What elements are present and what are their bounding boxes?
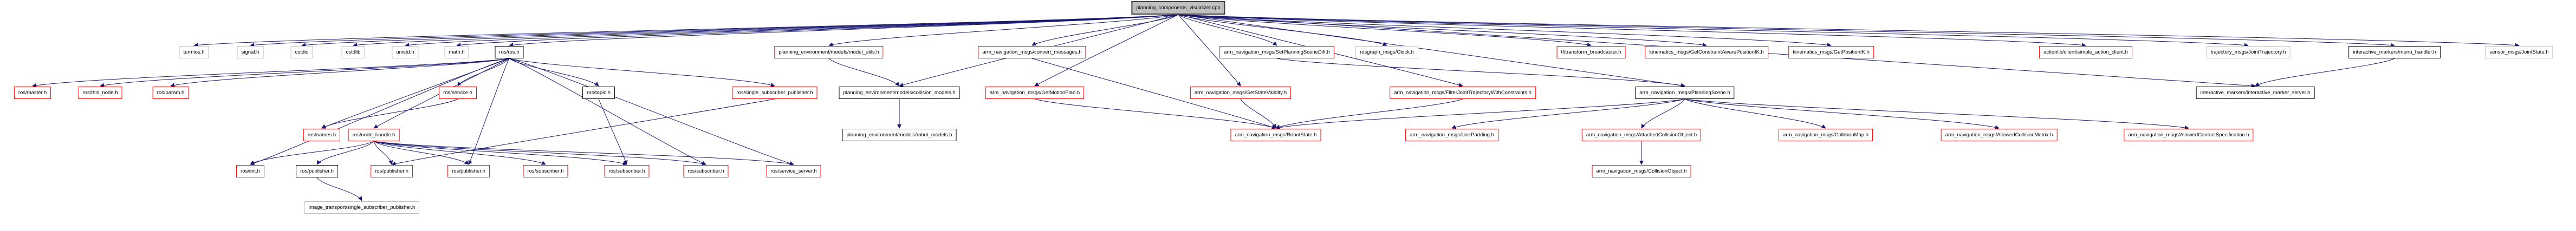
include-header-node[interactable]: arm_navigation_msgs/PlanningScene.h xyxy=(1635,87,1735,99)
include-edge xyxy=(1684,98,2000,130)
include-edge xyxy=(1178,14,1592,47)
include-edge xyxy=(468,58,510,165)
include-header-node[interactable]: arm_navigation_msgs/GetStateValidity.h xyxy=(1190,87,1292,99)
include-header-node[interactable]: ros/subscriber.h xyxy=(523,165,568,177)
include-header-node[interactable]: kinematics_msgs/GetPositionIK.h xyxy=(1788,46,1874,58)
include-header-node[interactable]: ros/service_server.h xyxy=(766,165,821,177)
include-header-node[interactable]: arm_navigation_msgs/FilterJointTrajector… xyxy=(1390,87,1536,99)
include-header-node[interactable]: ros/publisher.h xyxy=(447,165,490,177)
include-header-node[interactable]: ros/single_subscriber_publisher.h xyxy=(732,87,817,99)
include-header-node[interactable]: arm_navigation_msgs/CollisionMap.h xyxy=(1779,129,1873,141)
include-header-node[interactable]: ros/publisher.h xyxy=(371,165,413,177)
include-edge xyxy=(373,141,794,166)
include-header-node[interactable]: arm_navigation_msgs/LinkPadding.h xyxy=(1405,129,1498,141)
include-header-node[interactable]: ros/service.h xyxy=(439,87,477,99)
include-header-node[interactable]: tf/transform_broadcaster.h xyxy=(1556,46,1626,58)
include-edge xyxy=(1641,98,1685,129)
include-header-node[interactable]: arm_navigation_msgs/AttachedCollisionObj… xyxy=(1581,129,1702,141)
include-edge xyxy=(321,58,510,129)
include-edge xyxy=(828,58,900,87)
include-header-node[interactable]: cstdlib xyxy=(341,46,365,58)
include-header-node[interactable]: interactive_markers/menu_handler.h xyxy=(2348,46,2441,58)
include-edge xyxy=(316,177,362,201)
include-edge xyxy=(1178,14,2520,48)
include-edge xyxy=(1178,14,1707,47)
include-edge xyxy=(1178,14,2395,48)
include-edge xyxy=(32,58,510,88)
include-edge xyxy=(1178,14,2086,48)
include-header-node[interactable]: ros/publisher.h xyxy=(296,165,338,177)
include-edge xyxy=(373,141,627,166)
include-edge xyxy=(598,98,628,165)
include-edge xyxy=(1276,58,1685,88)
include-header-node[interactable]: trajectory_msgs/JointTrajectory.h xyxy=(2206,46,2291,58)
include-header-node[interactable]: termios.h xyxy=(179,46,209,58)
include-edge xyxy=(2255,58,2395,87)
include-header-node[interactable]: math.h xyxy=(444,46,469,58)
include-header-node[interactable]: arm_navigation_msgs/AllowedCollisionMatr… xyxy=(1941,129,2058,141)
include-header-node[interactable]: actionlib/client/simple_action_client.h xyxy=(2039,46,2132,58)
include-edge xyxy=(100,58,510,88)
include-edge xyxy=(321,98,458,129)
include-edge xyxy=(1275,98,1463,129)
include-header-node[interactable]: ros/topic.h xyxy=(582,87,615,99)
include-edge xyxy=(373,141,393,165)
include-edge xyxy=(373,141,469,165)
include-header-node[interactable]: ros/init.h xyxy=(236,165,264,177)
include-edge xyxy=(1031,58,1276,129)
include-edge xyxy=(250,141,374,165)
include-header-node[interactable]: arm_navigation_msgs/RobotState.h xyxy=(1230,129,1321,141)
include-header-node[interactable]: ros/node_handle.h xyxy=(348,129,400,141)
include-header-node[interactable]: interactive_markers/interactive_marker_s… xyxy=(2196,87,2315,99)
include-header-node[interactable]: ros/subscriber.h xyxy=(604,165,650,177)
include-header-node[interactable]: sensor_msgs/JointState.h xyxy=(2485,46,2553,58)
include-header-node[interactable]: arm_navigation_msgs/SetPlanningSceneDiff… xyxy=(1219,46,1334,58)
include-edge xyxy=(1178,14,1277,46)
include-edge xyxy=(391,98,775,166)
include-header-node[interactable]: ros/ros.h xyxy=(495,46,524,58)
include-header-node[interactable]: planning_environment/models/model_utils.… xyxy=(774,46,884,58)
include-header-node[interactable]: kinematics_msgs/GetConstraintAwarePositi… xyxy=(1645,46,1768,58)
include-header-node[interactable]: ros/master.h xyxy=(14,87,51,99)
include-edge xyxy=(373,141,706,166)
include-edge xyxy=(1178,14,2249,48)
include-edge xyxy=(1031,14,1179,46)
include-edge xyxy=(509,58,599,87)
include-header-node[interactable]: arm_navigation_msgs/AllowedContactSpecif… xyxy=(2124,129,2254,141)
include-edge xyxy=(1684,98,1826,129)
include-header-node[interactable]: signal.h xyxy=(237,46,264,58)
include-edge xyxy=(1451,98,1685,129)
include-edge xyxy=(828,14,1179,47)
include-header-node[interactable]: planning_environment/models/collision_mo… xyxy=(839,87,960,99)
include-header-node[interactable]: ros/param.h xyxy=(152,87,189,99)
root-source-file-node: planning_components_visualizer.cpp xyxy=(1131,1,1225,15)
include-edge xyxy=(509,14,1179,48)
include-header-node[interactable]: unistd.h xyxy=(392,46,419,58)
include-edge xyxy=(1275,98,1685,130)
include-edge xyxy=(1034,98,1276,129)
include-edge xyxy=(316,141,374,165)
include-edge xyxy=(1240,98,1276,129)
include-header-node[interactable]: image_transport/single_subscriber_publis… xyxy=(304,201,420,214)
include-header-node[interactable]: ros/subscriber.h xyxy=(683,165,729,177)
include-header-node[interactable]: planning_environment/models/robot_models… xyxy=(842,129,957,141)
include-header-node[interactable]: arm_navigation_msgs/GetMotionPlan.h xyxy=(985,87,1085,99)
include-header-node[interactable]: ros/names.h xyxy=(303,129,341,141)
include-edge xyxy=(1034,14,1179,87)
include-header-node[interactable]: ros/this_node.h xyxy=(78,87,122,99)
include-header-node[interactable]: cstdio xyxy=(290,46,313,58)
include-edge xyxy=(1684,98,2189,130)
include-edge xyxy=(250,58,510,166)
include-header-node[interactable]: rosgraph_msgs/Clock.h xyxy=(1355,46,1418,58)
include-edge xyxy=(509,58,775,87)
include-edge xyxy=(509,58,794,166)
include-header-node[interactable]: arm_navigation_msgs/convert_messages.h xyxy=(978,46,1086,58)
include-edge xyxy=(1178,14,1241,87)
include-edge xyxy=(170,58,510,88)
include-header-node[interactable]: arm_navigation_msgs/CollisionObject.h xyxy=(1592,165,1691,177)
